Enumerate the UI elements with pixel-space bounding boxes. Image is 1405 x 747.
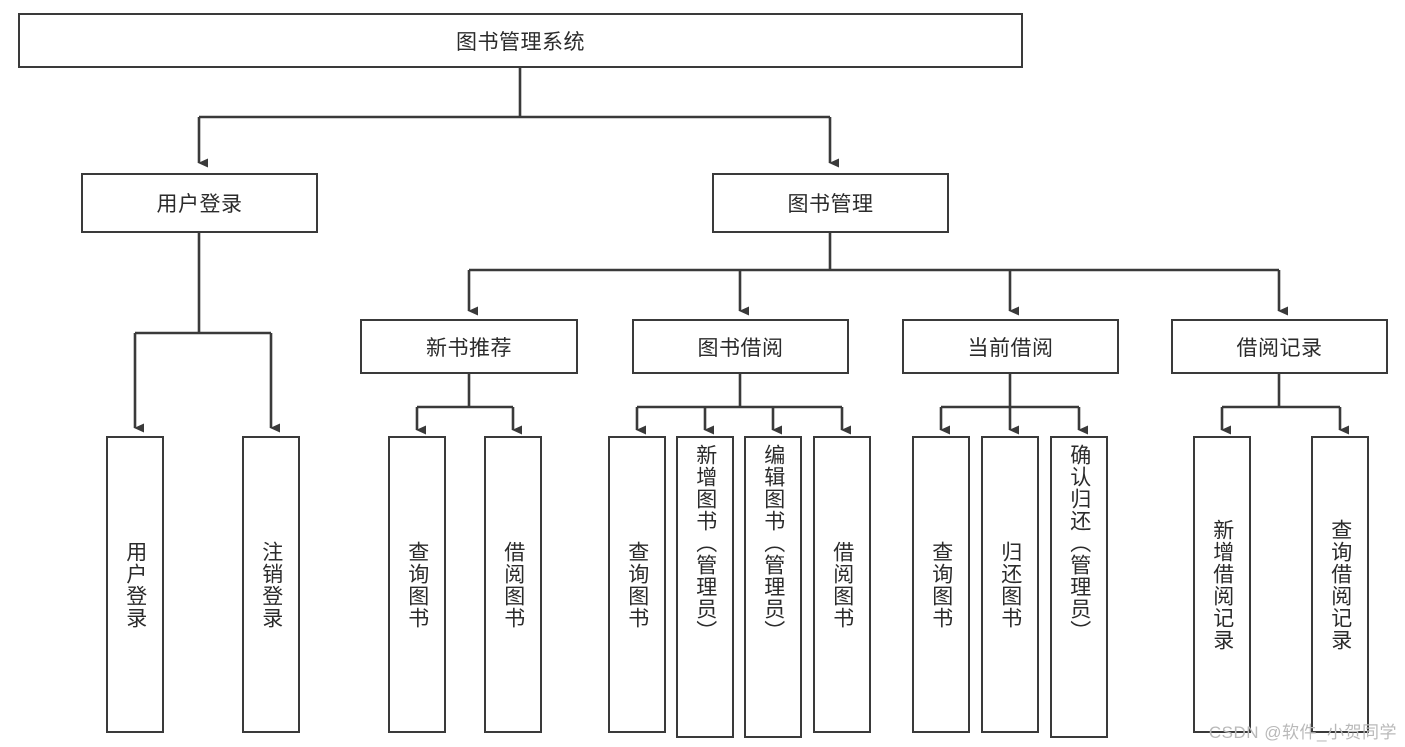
node-label: 图书管理系统 [456, 30, 585, 54]
node-label: 新书推荐 [426, 336, 512, 360]
leaf-label: 借阅图书 [830, 540, 854, 629]
node-user-login[interactable]: 用户登录 [81, 173, 318, 233]
leaf-label: 借阅图书 [501, 540, 525, 629]
node-label: 当前借阅 [967, 336, 1054, 360]
node-book-borrow[interactable]: 图书借阅 [632, 319, 849, 374]
node-borrow-record[interactable]: 借阅记录 [1171, 319, 1388, 374]
node-label: 图书借阅 [697, 336, 784, 360]
node-label: 图书管理 [787, 193, 874, 216]
leaf-query-book-borrow[interactable]: 查询图书 [608, 436, 666, 733]
leaf-label: 新增借阅记录 [1210, 518, 1234, 651]
leaf-label: 查询图书 [625, 540, 649, 629]
leaf-user-login[interactable]: 用户登录 [106, 436, 164, 733]
leaf-query-borrow-record[interactable]: 查询借阅记录 [1311, 436, 1369, 733]
leaf-label: 查询图书 [929, 540, 953, 629]
node-new-book-recommend[interactable]: 新书推荐 [360, 319, 578, 374]
leaf-label: 编辑图书（管理员） [761, 444, 785, 642]
leaf-query-book-new[interactable]: 查询图书 [388, 436, 446, 733]
leaf-edit-book-admin[interactable]: 编辑图书（管理员） [744, 436, 802, 738]
leaf-borrow-book-new[interactable]: 借阅图书 [484, 436, 542, 733]
leaf-label: 新增图书（管理员） [693, 444, 717, 642]
leaf-borrow-book[interactable]: 借阅图书 [813, 436, 871, 733]
leaf-label: 用户登录 [123, 540, 147, 629]
leaf-label: 查询图书 [405, 540, 429, 629]
leaf-add-borrow-record[interactable]: 新增借阅记录 [1193, 436, 1251, 733]
node-label: 用户登录 [156, 193, 243, 216]
leaf-label: 查询借阅记录 [1328, 518, 1352, 651]
leaf-label: 确认归还（管理员） [1067, 444, 1091, 642]
leaf-label: 归还图书 [998, 540, 1022, 629]
node-book-management[interactable]: 图书管理 [712, 173, 949, 233]
node-label: 借阅记录 [1236, 336, 1323, 360]
leaf-confirm-return-admin[interactable]: 确认归还（管理员） [1050, 436, 1108, 738]
node-current-borrow[interactable]: 当前借阅 [902, 319, 1119, 374]
node-root-system[interactable]: 图书管理系统 [18, 13, 1023, 68]
leaf-add-book-admin[interactable]: 新增图书（管理员） [676, 436, 734, 738]
leaf-return-book[interactable]: 归还图书 [981, 436, 1039, 733]
leaf-query-book-current[interactable]: 查询图书 [912, 436, 970, 733]
leaf-logout[interactable]: 注销登录 [242, 436, 300, 733]
leaf-label: 注销登录 [259, 540, 283, 629]
